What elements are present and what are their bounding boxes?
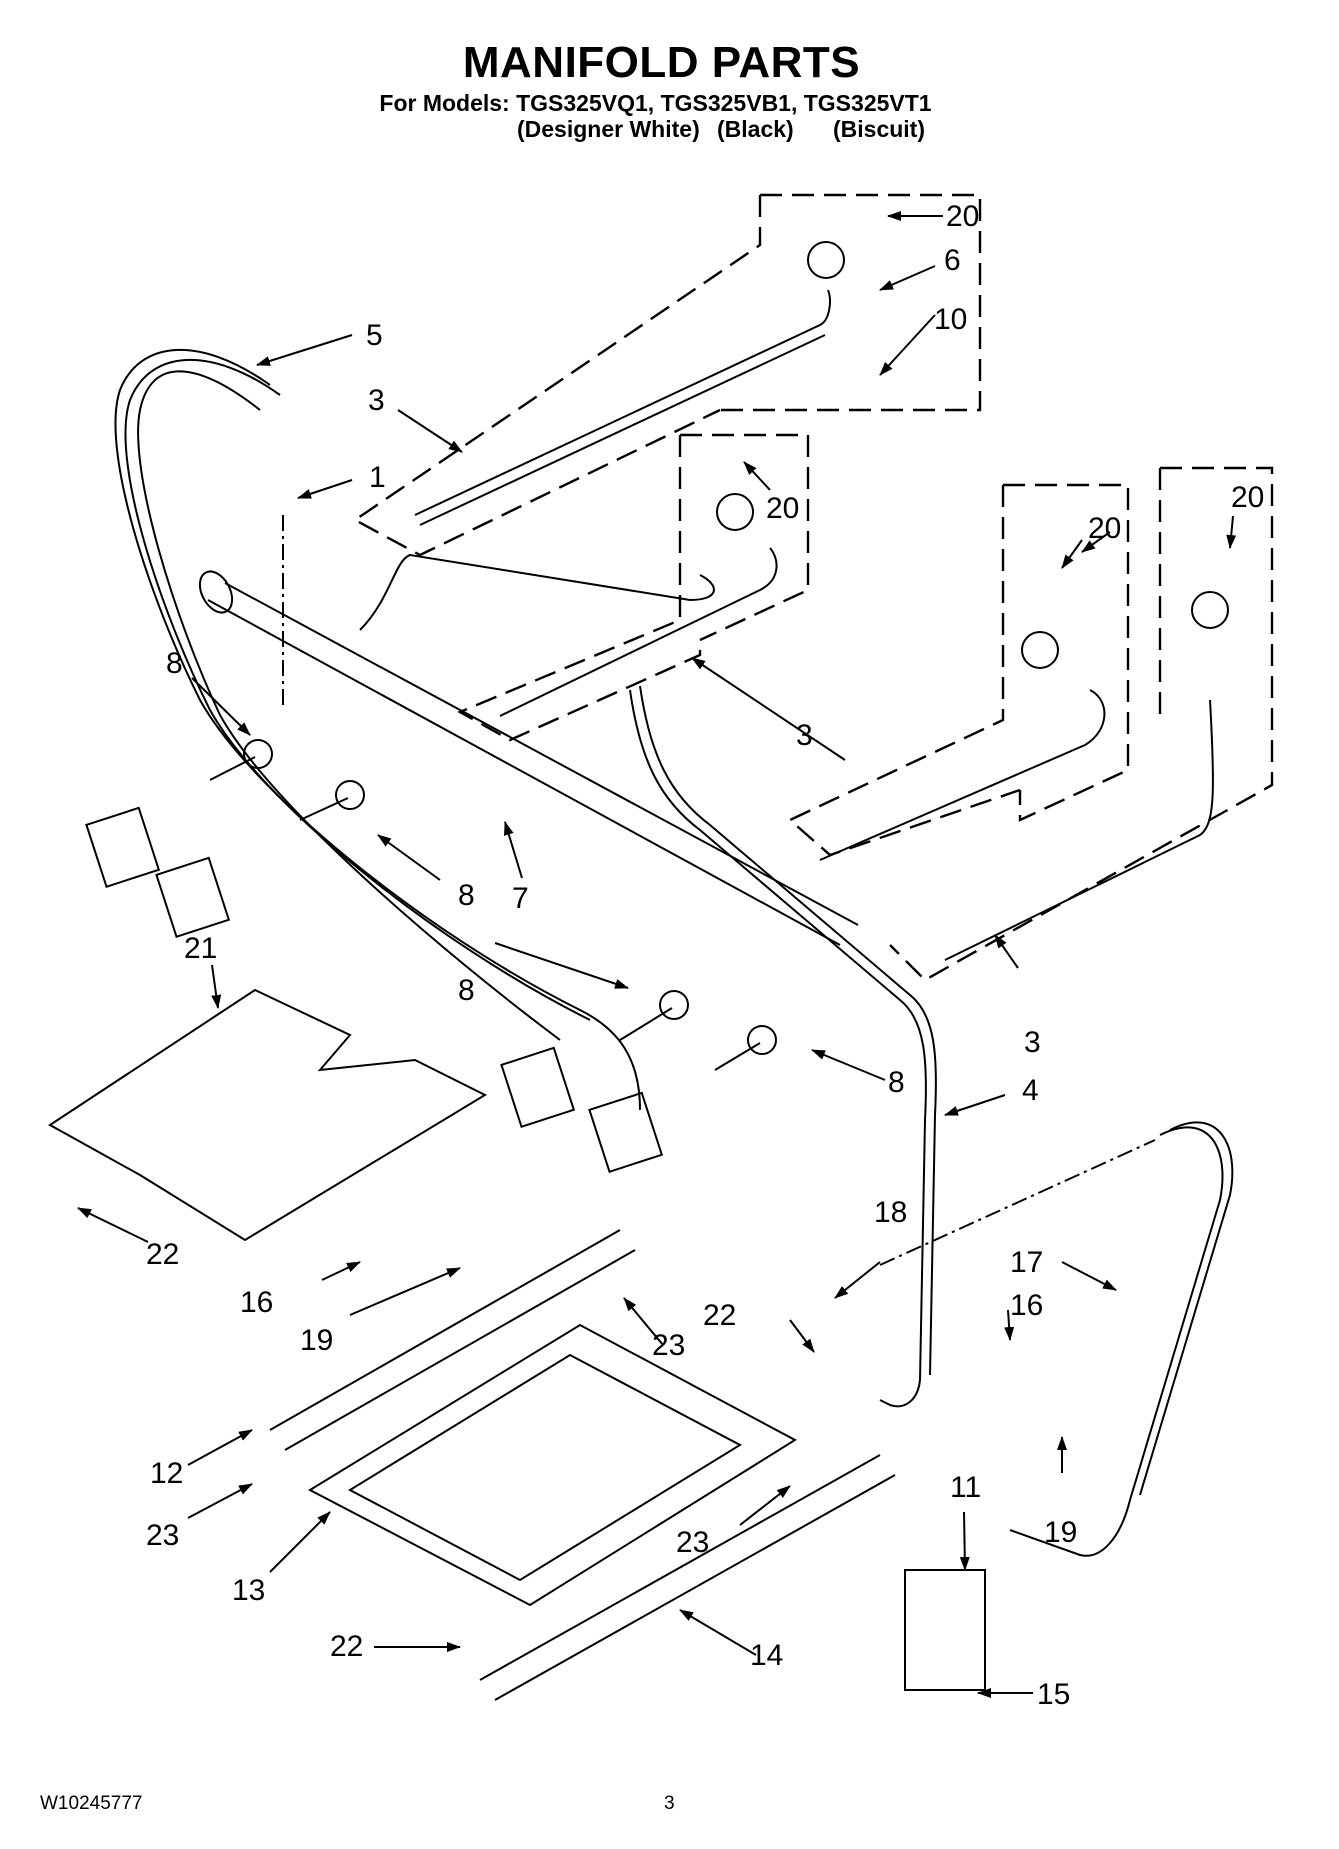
callout-15: 15 xyxy=(1037,1678,1070,1711)
callout-17: 17 xyxy=(1010,1246,1043,1279)
callout-7: 7 xyxy=(512,882,529,915)
callout-10: 10 xyxy=(934,303,967,336)
callout-22: 22 xyxy=(330,1630,363,1663)
callout-23: 23 xyxy=(146,1519,179,1552)
callout-16: 16 xyxy=(240,1286,273,1319)
callout-1: 1 xyxy=(369,461,386,494)
callout-6: 6 xyxy=(944,244,961,277)
callout-8: 8 xyxy=(458,974,475,1007)
callout-4: 4 xyxy=(1022,1074,1039,1107)
models-line: For Models: TGS325VQ1, TGS325VB1, TGS325… xyxy=(379,90,932,116)
callout-20: 20 xyxy=(946,200,979,233)
callout-3: 3 xyxy=(368,384,385,417)
callout-19: 19 xyxy=(1044,1516,1077,1549)
leader-arrows xyxy=(77,211,1237,1698)
parts-linework xyxy=(48,241,1234,1701)
callout-22: 22 xyxy=(703,1299,736,1332)
callout-12: 12 xyxy=(150,1457,183,1490)
callout-20: 20 xyxy=(1231,481,1264,514)
document-number: W10245777 xyxy=(40,1793,143,1814)
callout-5: 5 xyxy=(366,319,383,352)
callout-23: 23 xyxy=(652,1329,685,1362)
variant-designer-white: (Designer White) xyxy=(517,116,700,142)
variant-biscuit: (Biscuit) xyxy=(833,116,925,142)
callout-19: 19 xyxy=(300,1324,333,1357)
assembly-boundaries xyxy=(352,193,1274,982)
callout-3: 3 xyxy=(796,719,813,752)
callout-22: 22 xyxy=(146,1238,179,1271)
page-number: 3 xyxy=(664,1793,675,1814)
callout-13: 13 xyxy=(232,1574,265,1607)
callout-8: 8 xyxy=(166,647,183,680)
callout-23: 23 xyxy=(676,1526,709,1559)
callout-20: 20 xyxy=(766,492,799,525)
callout-labels: 20 6 10 5 3 1 20 20 20 8 3 7 8 21 8 3 8 … xyxy=(146,200,1264,1711)
callout-14: 14 xyxy=(750,1639,783,1672)
callout-18: 18 xyxy=(874,1196,907,1229)
callout-8: 8 xyxy=(458,879,475,912)
page-title: MANIFOLD PARTS xyxy=(462,38,861,87)
callout-20: 20 xyxy=(1088,512,1121,545)
variant-black: (Black) xyxy=(717,116,794,142)
callout-3: 3 xyxy=(1024,1026,1041,1059)
callout-21: 21 xyxy=(184,932,217,965)
callout-8: 8 xyxy=(888,1066,905,1099)
callout-16: 16 xyxy=(1010,1289,1043,1322)
callout-11: 11 xyxy=(950,1471,981,1504)
